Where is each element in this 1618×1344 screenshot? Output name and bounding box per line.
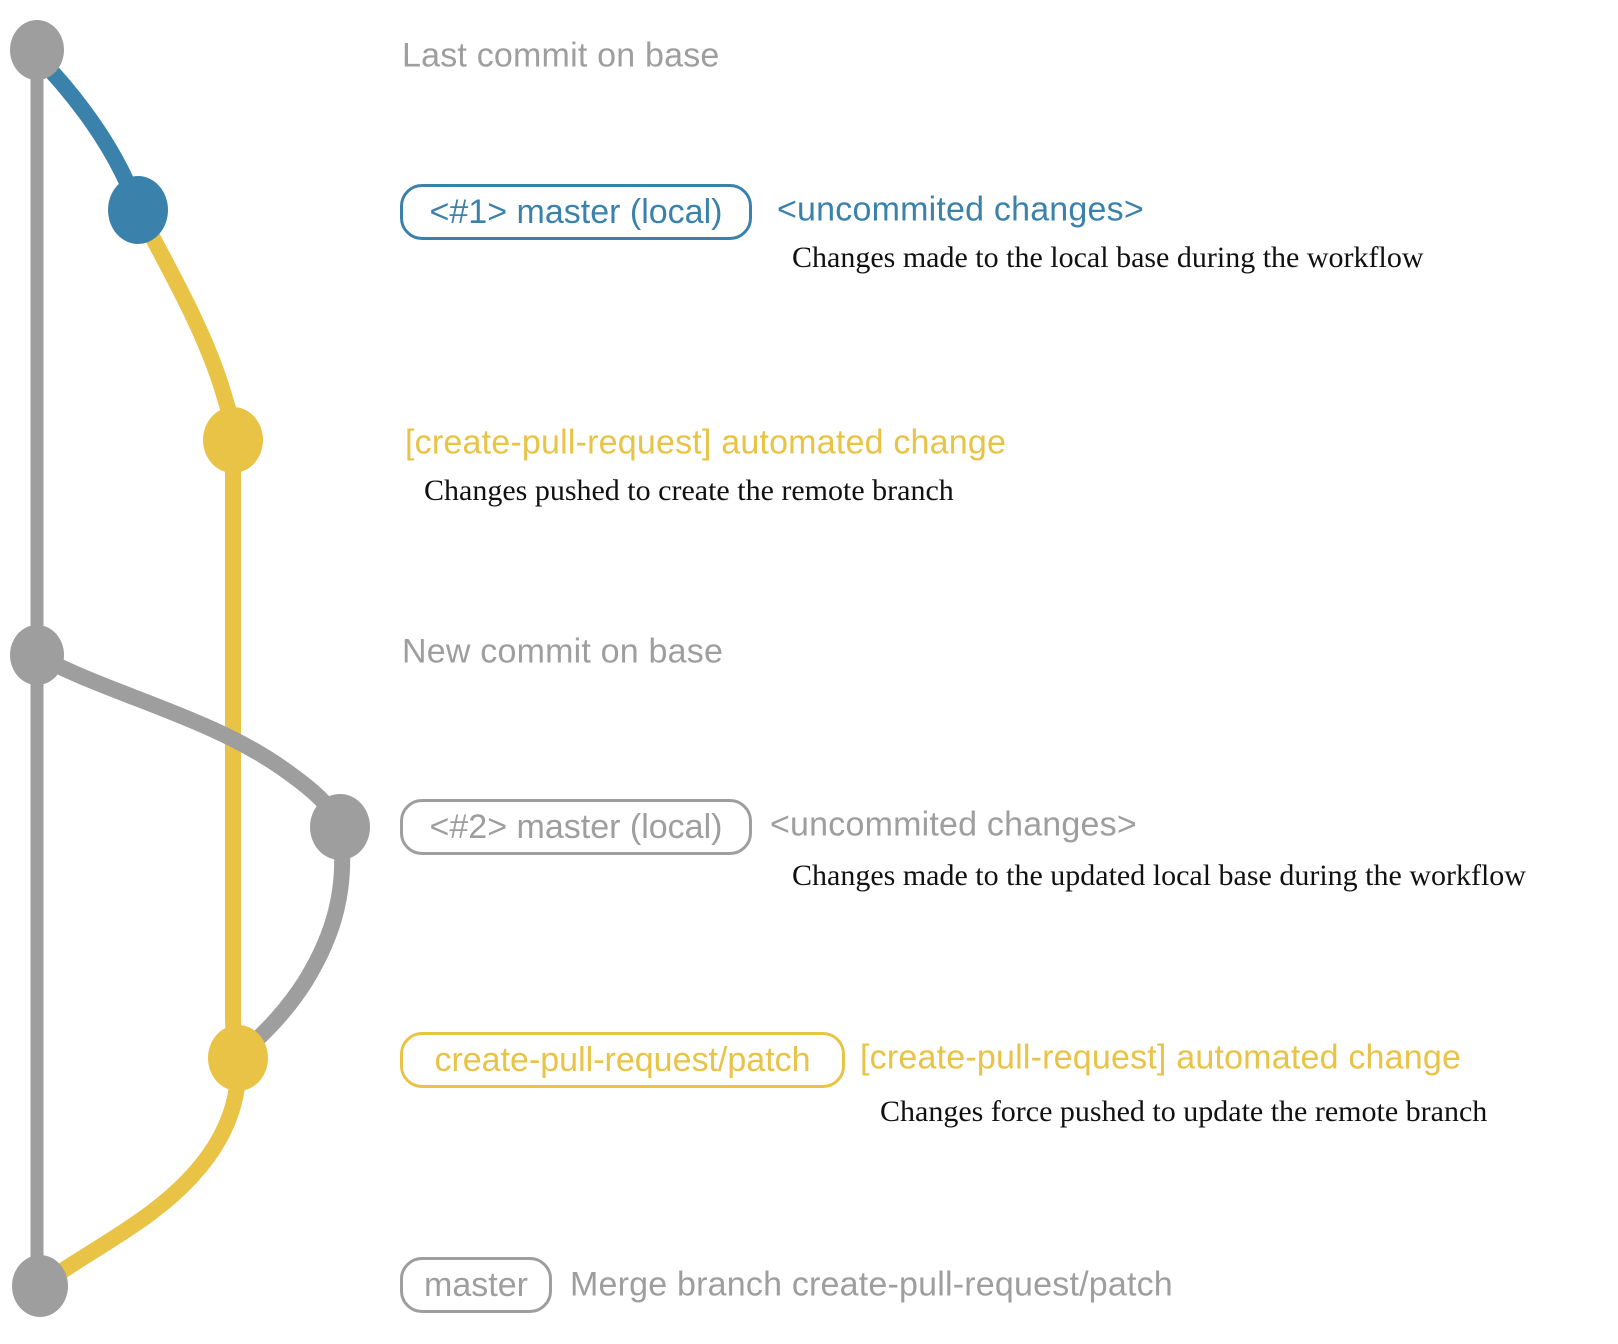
commit-node-local-1: [108, 176, 168, 244]
create-pull-request-branch-line: [33, 202, 247, 1294]
master-badge: master: [400, 1257, 552, 1313]
uncommited-changes-1-label: <uncommited changes>: [777, 190, 1144, 229]
new-commit-on-base-label: New commit on base: [402, 632, 724, 671]
local-master-1-badge: <#1> master (local): [400, 184, 752, 240]
commit-node-merge: [12, 1255, 68, 1317]
commit-node-last-base: [10, 20, 64, 80]
commit-node-local-2: [310, 794, 370, 860]
last-commit-on-base-label: Last commit on base: [402, 36, 720, 75]
local-master-2-badge: <#2> master (local): [400, 799, 752, 855]
commit-node-new-base: [10, 625, 64, 685]
create-pull-request-patch-badge: create-pull-request/patch: [400, 1032, 845, 1088]
automated-change-1-label: [create-pull-request] automated change: [405, 423, 1007, 462]
local-changes-1-caption: Changes made to the local base during th…: [792, 241, 1424, 274]
commit-node-push-1: [203, 407, 263, 473]
automated-change-2-label: [create-pull-request] automated change: [860, 1038, 1462, 1077]
local-changes-2-caption: Changes made to the updated local base d…: [792, 859, 1526, 892]
commit-node-push-2: [208, 1025, 268, 1091]
merge-branch-label: Merge branch create-pull-request/patch: [570, 1265, 1173, 1304]
uncommited-changes-2-label: <uncommited changes>: [770, 805, 1137, 844]
rebase-curve-gray: [233, 819, 351, 1063]
force-push-caption: Changes force pushed to update the remot…: [880, 1095, 1488, 1128]
push-create-caption: Changes pushed to create the remote bran…: [424, 474, 954, 507]
base-update-curve-gray: [29, 647, 348, 835]
